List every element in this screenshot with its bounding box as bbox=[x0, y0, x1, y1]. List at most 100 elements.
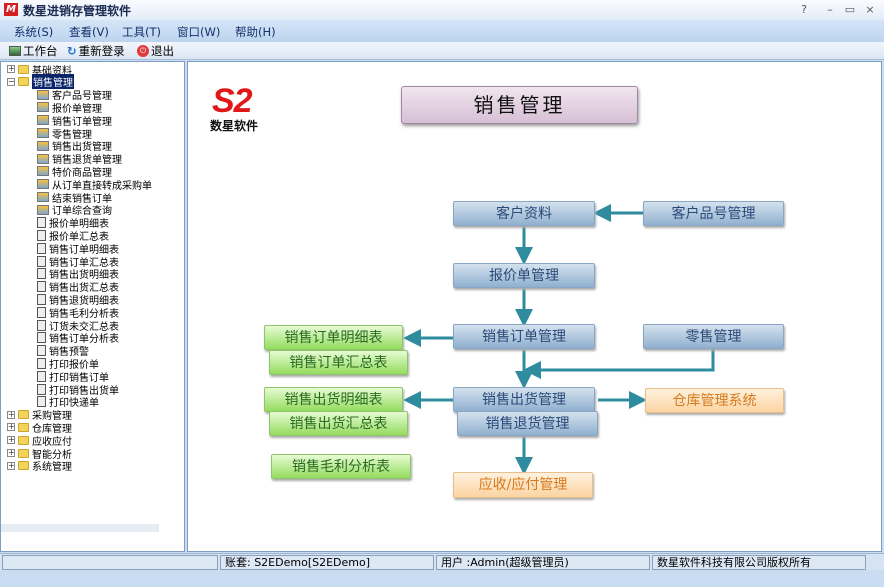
tree-item[interactable]: 销售订单汇总表 bbox=[37, 255, 119, 269]
tree-item[interactable]: 销售退货单管理 bbox=[37, 153, 122, 166]
tree-item[interactable]: 打印销售订单 bbox=[37, 370, 109, 384]
box-order-summary[interactable]: 销售订单汇总表 bbox=[269, 350, 408, 375]
expand-icon[interactable]: + bbox=[7, 460, 15, 470]
expand-icon[interactable]: + bbox=[7, 422, 15, 432]
tree-item-label: 打印快递单 bbox=[49, 398, 99, 410]
box-profit[interactable]: 销售毛利分析表 bbox=[271, 454, 411, 479]
tree-item[interactable]: 销售出货明细表 bbox=[37, 268, 119, 282]
box-order[interactable]: 销售订单管理 bbox=[453, 324, 595, 349]
box-retail[interactable]: 零售管理 bbox=[643, 324, 784, 349]
report-icon bbox=[37, 293, 46, 305]
box-ship[interactable]: 销售出货管理 bbox=[453, 387, 595, 412]
expand-icon[interactable]: + bbox=[7, 448, 15, 457]
tree-node-basic[interactable]: +基础资料 bbox=[7, 63, 72, 77]
nav-tree[interactable]: +基础资料− 销售管理客户品号管理报价单管理销售订单管理零售管理销售出货管理销售退… bbox=[0, 61, 185, 552]
report-icon bbox=[37, 281, 46, 293]
close-button[interactable]: × bbox=[865, 3, 875, 16]
status-account: 账套: S2EDemo[S2EDemo] bbox=[220, 555, 434, 570]
report-icon bbox=[37, 370, 46, 382]
tree-item[interactable]: 打印快递单 bbox=[37, 396, 99, 410]
tree-item[interactable]: 销售订单分析表 bbox=[37, 332, 119, 345]
tree-item-label: 智能分析 bbox=[32, 449, 72, 461]
tree-item[interactable]: 报价单管理 bbox=[37, 101, 102, 115]
relogin-button[interactable]: ↻重新登录 bbox=[67, 43, 125, 59]
tree-item[interactable]: 销售出货管理 bbox=[37, 140, 112, 153]
tree-item-label: 报价单汇总表 bbox=[49, 231, 109, 243]
tree-item[interactable]: 销售预警 bbox=[37, 345, 89, 358]
tree-item[interactable]: 打印报价单 bbox=[37, 357, 99, 371]
expand-icon[interactable]: + bbox=[7, 435, 15, 445]
folder-icon bbox=[18, 64, 29, 74]
box-customer[interactable]: 客户资料 bbox=[453, 201, 595, 226]
tree-item[interactable]: 报价单明细表 bbox=[37, 217, 109, 231]
report-icon bbox=[37, 255, 46, 267]
tree-node-sales[interactable]: − 销售管理 bbox=[7, 74, 74, 90]
tree-node[interactable]: +应收应付 bbox=[7, 434, 72, 448]
tree-item[interactable]: 订货未交汇总表 bbox=[37, 319, 119, 333]
exit-label: 退出 bbox=[151, 44, 174, 58]
module-icon bbox=[37, 89, 49, 100]
box-return[interactable]: 销售退货管理 bbox=[457, 411, 598, 436]
box-ship-detail[interactable]: 销售出货明细表 bbox=[264, 387, 403, 412]
module-icon bbox=[37, 128, 49, 138]
tree-item[interactable]: 销售出货汇总表 bbox=[37, 281, 119, 295]
horizontal-scrollbar[interactable] bbox=[1, 524, 159, 532]
minimize-button[interactable]: – bbox=[827, 3, 833, 16]
box-ship-summary[interactable]: 销售出货汇总表 bbox=[269, 411, 408, 436]
menu-view[interactable]: 查看(V) bbox=[69, 25, 109, 39]
tree-node[interactable]: +仓库管理 bbox=[7, 421, 72, 435]
box-quote[interactable]: 报价单管理 bbox=[453, 263, 595, 288]
box-customer-item[interactable]: 客户品号管理 bbox=[643, 201, 784, 226]
report-icon bbox=[37, 242, 46, 254]
tree-item-label: 报价单明细表 bbox=[49, 219, 109, 231]
tree-item[interactable]: 销售订单明细表 bbox=[37, 242, 119, 256]
menu-tools[interactable]: 工具(T) bbox=[122, 25, 161, 39]
menu-window[interactable]: 窗口(W) bbox=[177, 25, 221, 39]
expand-icon[interactable]: + bbox=[7, 409, 15, 419]
report-icon bbox=[37, 217, 46, 229]
module-icon bbox=[37, 179, 49, 190]
box-warehouse[interactable]: 仓库管理系统 bbox=[645, 388, 784, 413]
tree-item[interactable]: 零售管理 bbox=[37, 127, 92, 141]
collapse-icon[interactable]: − bbox=[7, 76, 15, 86]
diagram-title: 销售管理 bbox=[401, 86, 638, 124]
help-button[interactable]: ? bbox=[801, 3, 807, 16]
tree-item-label: 报价单管理 bbox=[52, 103, 102, 115]
tree-item[interactable]: 特价商品管理 bbox=[37, 165, 112, 179]
title-bar: M 数星进销存管理软件 ? – ▭ × bbox=[0, 0, 884, 20]
module-icon bbox=[37, 102, 49, 113]
tree-item[interactable]: 打印销售出货单 bbox=[37, 383, 119, 397]
tree-item[interactable]: 从订单直接转成采购单 bbox=[37, 178, 152, 192]
menu-bar: 系统(S) 查看(V) 工具(T) 窗口(W) 帮助(H) bbox=[0, 20, 884, 42]
box-ar-ap[interactable]: 应收/应付管理 bbox=[453, 472, 593, 498]
menu-system[interactable]: 系统(S) bbox=[14, 25, 54, 39]
tree-item-label: 销售出货明细表 bbox=[49, 270, 119, 282]
tree-item-label: 客户品号管理 bbox=[52, 91, 112, 103]
tree-item-label: 销售出货汇总表 bbox=[49, 283, 119, 295]
tree-node[interactable]: +采购管理 bbox=[7, 409, 72, 422]
expand-icon[interactable]: + bbox=[7, 64, 15, 73]
tree-item[interactable]: 结束销售订单 bbox=[37, 191, 112, 205]
tree-item[interactable]: 销售毛利分析表 bbox=[37, 306, 119, 320]
workbench-button[interactable]: 工作台 bbox=[9, 43, 58, 59]
tree-item-label: 结束销售订单 bbox=[52, 193, 112, 205]
tree-node[interactable]: +系统管理 bbox=[7, 460, 72, 473]
tree-item[interactable]: 订单综合查询 bbox=[37, 204, 112, 217]
tree-item[interactable]: 销售订单管理 bbox=[37, 114, 112, 128]
maximize-button[interactable]: ▭ bbox=[844, 3, 856, 16]
relogin-label: 重新登录 bbox=[78, 44, 125, 58]
report-icon bbox=[37, 268, 46, 280]
tree-item-label: 特价商品管理 bbox=[52, 167, 112, 179]
menu-help[interactable]: 帮助(H) bbox=[235, 25, 276, 39]
tree-item-label: 销售订单汇总表 bbox=[49, 257, 119, 269]
status-user: 用户 :Admin(超级管理员) bbox=[436, 555, 650, 570]
report-icon bbox=[37, 332, 46, 344]
tree-node[interactable]: + 智能分析 bbox=[7, 447, 72, 461]
tree-item[interactable]: 销售退货明细表 bbox=[37, 293, 119, 307]
exit-button[interactable]: ⏻退出 bbox=[137, 43, 174, 59]
tree-item-label: 销售管理 bbox=[32, 74, 74, 90]
tree-item[interactable]: 报价单汇总表 bbox=[37, 229, 109, 243]
workbench-icon bbox=[9, 46, 21, 56]
box-order-detail[interactable]: 销售订单明细表 bbox=[264, 325, 403, 350]
tree-item[interactable]: 客户品号管理 bbox=[37, 89, 112, 103]
